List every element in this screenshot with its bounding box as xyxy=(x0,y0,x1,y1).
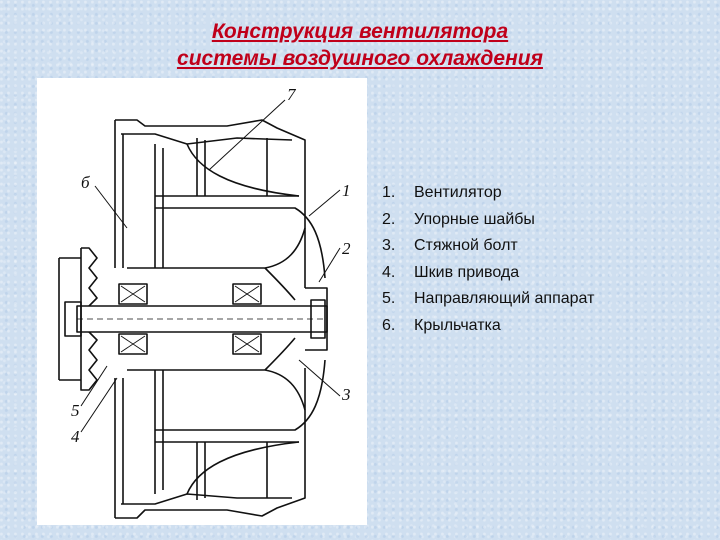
legend-text: Направляющий аппарат xyxy=(414,290,595,307)
impeller-hub-top xyxy=(127,227,306,269)
legend-item-4: 4. Шкив привода xyxy=(382,260,594,287)
impeller-blade-bottom xyxy=(264,337,296,371)
bearing-left-bottom xyxy=(118,333,148,355)
callout-2: 2 xyxy=(342,239,351,258)
bearing-right-top xyxy=(232,283,262,305)
impeller-blade-top xyxy=(264,267,296,301)
nut-right xyxy=(310,299,326,339)
guide-vane-bottom-3 xyxy=(155,359,326,431)
title-line-2: системы воздушного охлаждения xyxy=(177,47,543,70)
legend-text: Вентилятор xyxy=(414,184,502,201)
casing-top xyxy=(115,119,306,288)
slide-title: Конструкция вентилятора системы воздушно… xyxy=(0,18,720,72)
callout-7: 7 xyxy=(287,85,297,104)
legend-num: 1. xyxy=(382,184,396,201)
callout-1: 1 xyxy=(342,181,351,200)
drive-pulley xyxy=(80,247,98,391)
legend-num: 6. xyxy=(382,316,396,334)
impeller-hub-bottom xyxy=(127,369,306,411)
guide-vane-top-1 xyxy=(186,143,300,197)
legend-text: Крыльчатка xyxy=(414,316,501,334)
bearing-right-bottom xyxy=(232,333,262,355)
fan-cross-section-drawing: 7 б 1 2 3 5 4 xyxy=(37,78,367,525)
legend-num: 4. xyxy=(382,263,396,281)
legend-item-6: 6. Крыльчатка xyxy=(382,313,594,340)
guide-vane-bottom-1 xyxy=(186,441,300,495)
legend-num: 5. xyxy=(382,290,396,307)
fan-drawing-svg: 7 б 1 2 3 5 4 xyxy=(58,85,351,519)
callout-4: 4 xyxy=(71,427,80,446)
callout-6: б xyxy=(81,173,90,192)
bearing-left-top xyxy=(118,283,148,305)
callout-5: 5 xyxy=(71,401,80,420)
legend-item-2: 2. Упорные шайбы xyxy=(382,207,594,234)
legend-text: Стяжной болт xyxy=(414,237,518,254)
legend-item-3: 3. Стяжной болт xyxy=(382,233,594,260)
legend-item-1: 1. Вентилятор xyxy=(382,180,594,207)
casing-bottom xyxy=(115,368,306,519)
legend-item-5: 5. Направляющий аппарат xyxy=(382,286,594,313)
legend-num: 2. xyxy=(382,210,396,228)
parts-legend: 1. Вентилятор 2. Упорные шайбы 3. Стяжной б… xyxy=(382,180,594,339)
legend-num: 3. xyxy=(382,237,396,254)
end-plate xyxy=(305,287,328,351)
callout-3: 3 xyxy=(341,385,351,404)
legend-text: Шкив привода xyxy=(414,263,520,281)
title-line-1: Конструкция вентилятора xyxy=(211,20,509,43)
legend-text: Упорные шайбы xyxy=(414,210,535,228)
guide-vane-top-3 xyxy=(155,207,326,279)
